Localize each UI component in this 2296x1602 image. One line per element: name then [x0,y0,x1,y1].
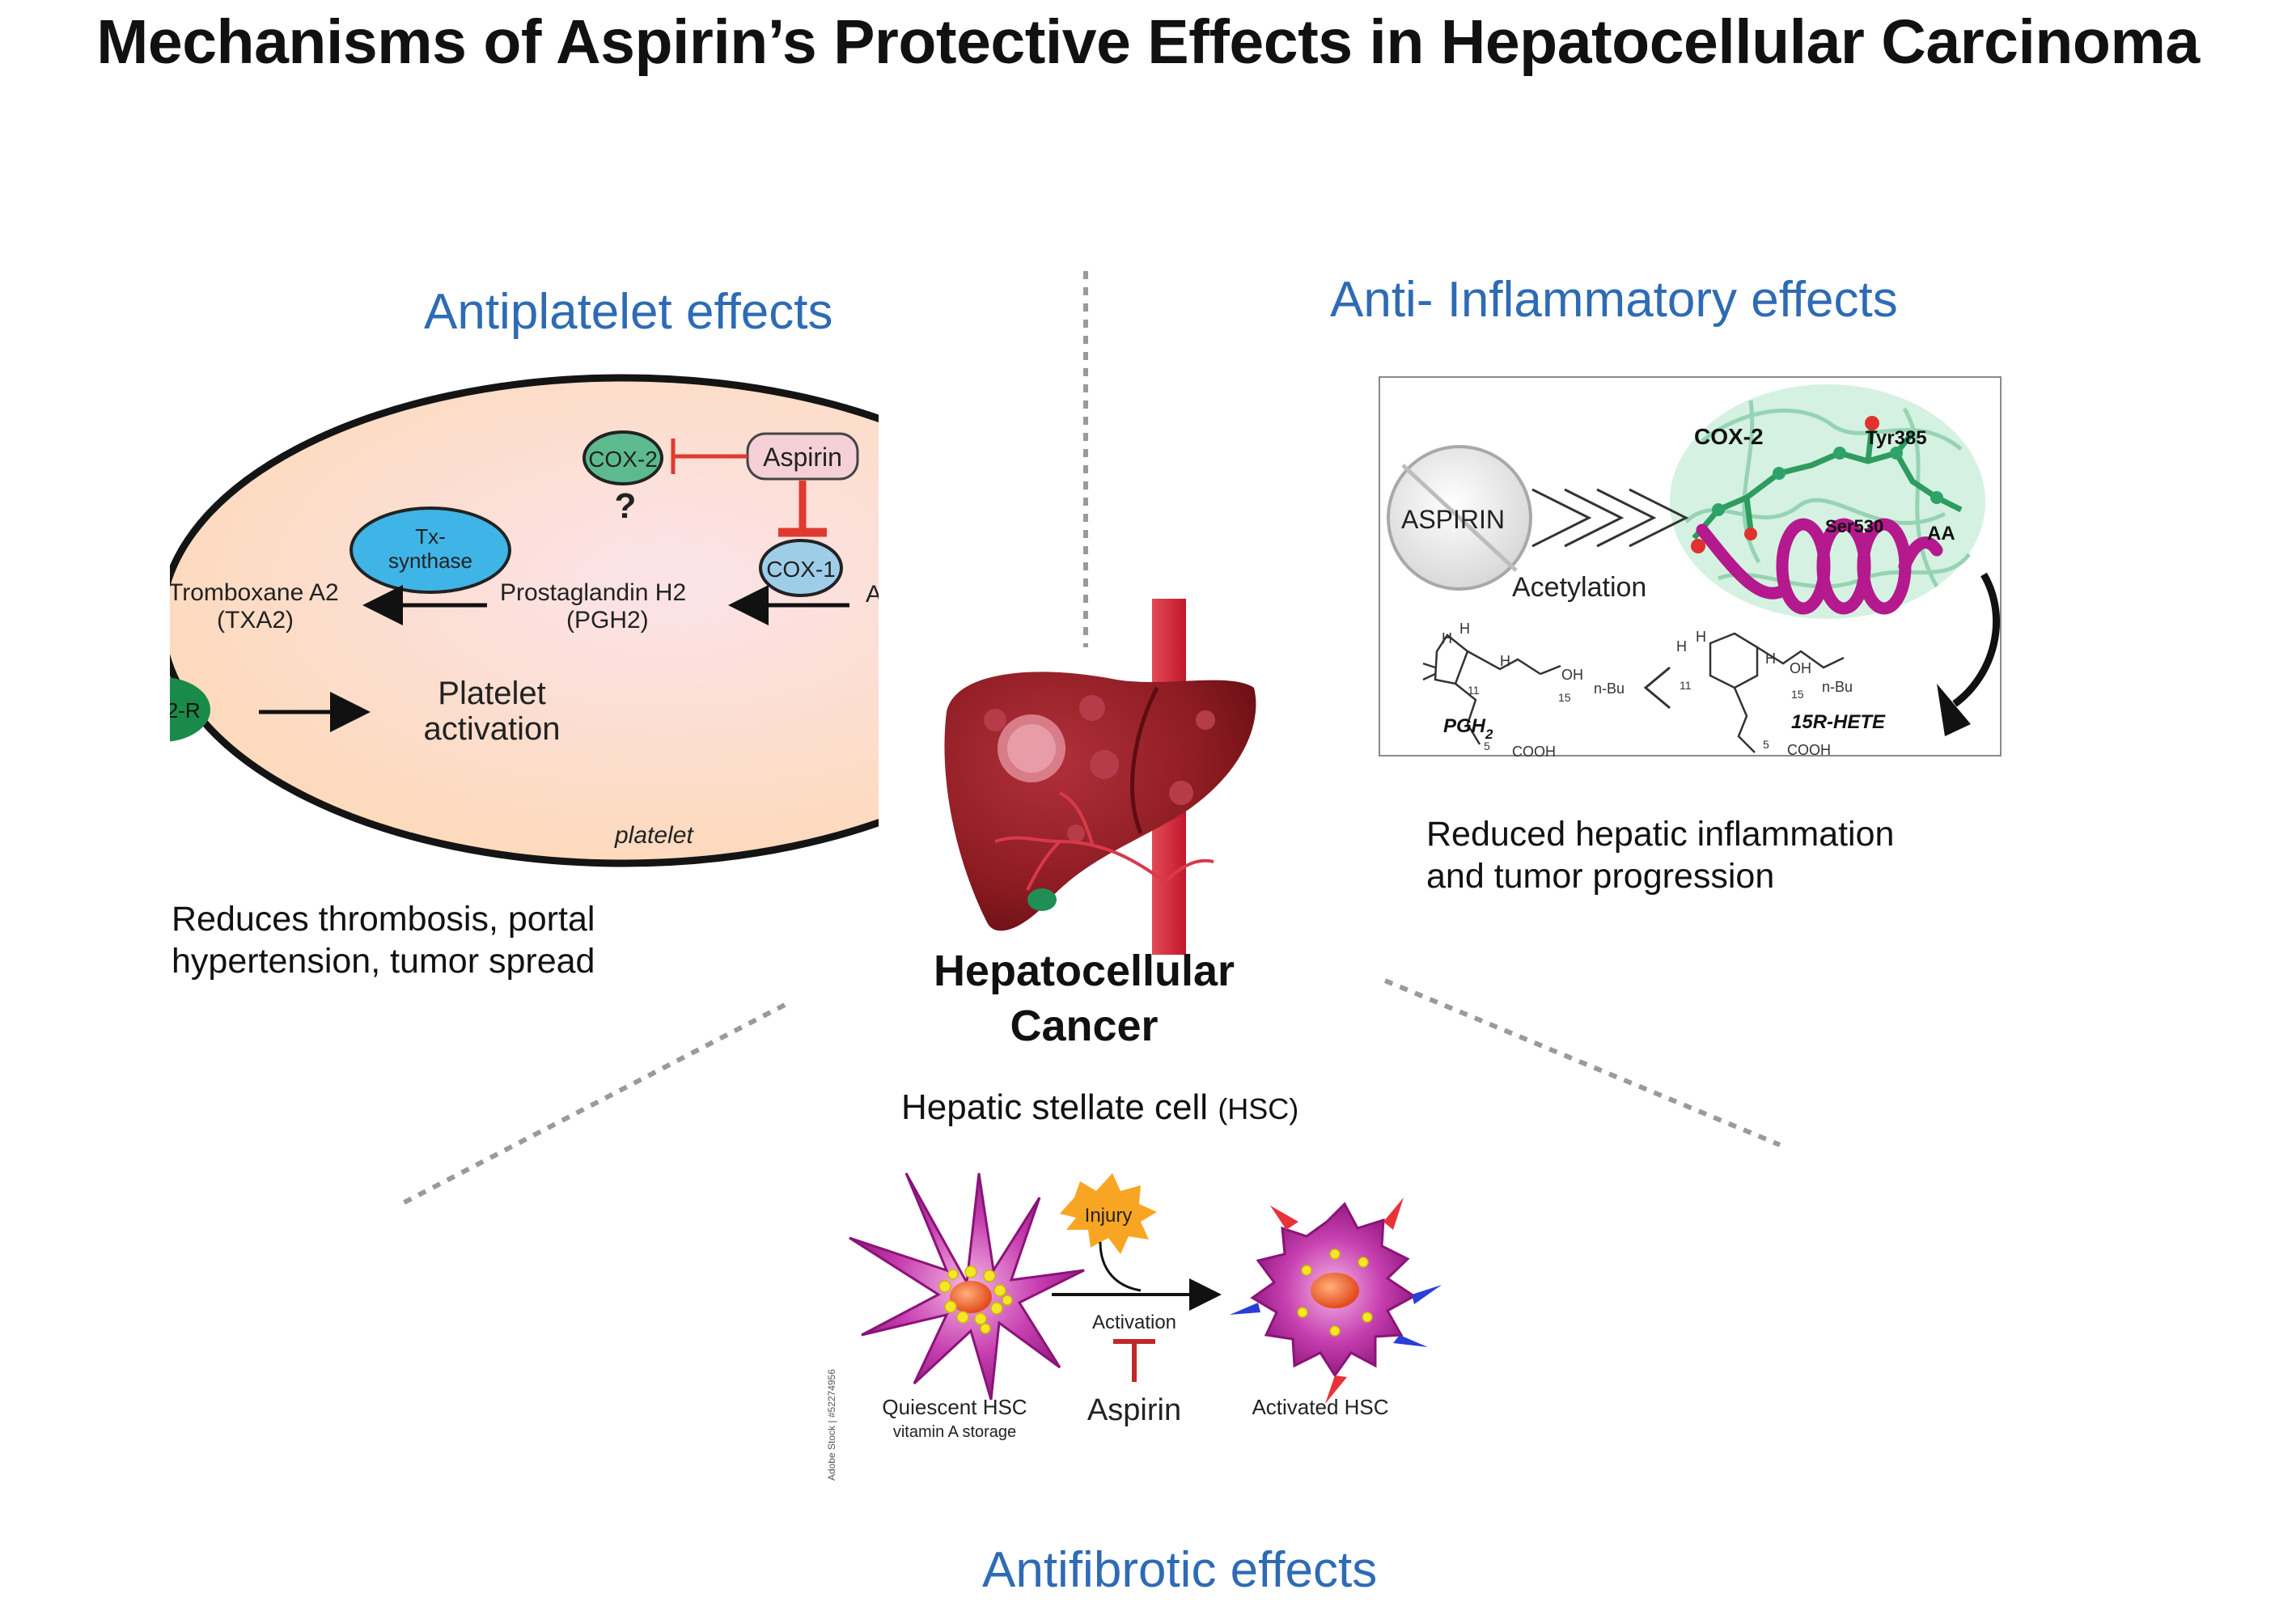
activation-label: Activation [1092,1312,1176,1333]
aspirin-label: Aspirin [763,443,842,472]
separator-left [401,1002,786,1206]
conversion-arrow [1952,572,2000,707]
quiescent-label: Quiescent HSC [882,1395,1027,1419]
activated-nucleus [1311,1273,1359,1308]
pgh2-structure [1422,634,1561,745]
pgh2-h1: H [1442,630,1452,646]
txa2-receptor-label: A2-R [170,698,201,723]
aa-cut-label: A [866,581,882,608]
anti-inflammatory-description-line1: Reduced hepatic inflammation [1426,815,1895,854]
pgh2-h2: H [1459,621,1470,637]
pgh2-h3: H [1500,653,1510,669]
gallbladder [1027,888,1057,911]
platelet-cell [170,374,879,867]
stock-watermark: Adobe Stock | #52274956 [826,1369,837,1481]
hete-h3: H [1765,651,1776,667]
aspirin-inhibits-cox2 [671,439,748,474]
hete-nbu: n-Bu [1822,679,1853,695]
aspirin-inhibits-activation [1113,1339,1155,1382]
hepatic-vessels [994,791,1214,891]
activated-droplets [1297,1248,1373,1337]
cox2-node [582,430,663,485]
page-title: Mechanisms of Aspirin’s Protective Effec… [96,7,2200,77]
cox2-protein-structure [1670,384,1985,619]
activated-spikes [1230,1197,1442,1404]
tx-synthase-line1: Tx- [415,524,446,549]
tumor-nodules [984,695,1215,842]
hete-h1: H [1676,638,1687,655]
hsc-heading: Hepatic stellate cell (HSC) [901,1087,1298,1128]
pgh2-cooh: COOH [1512,744,1556,756]
antiplatelet-description: Reduces thrombosis, portal hypertension,… [172,898,595,982]
cox2-question: ? [615,486,637,526]
pgh2-11: 11 [1468,684,1480,697]
hete-5: 5 [1763,738,1769,751]
hsc-activation-panel: Injury Activation Aspirin Quiescent HSC … [826,1172,1442,1481]
thromboxane-line2: (TXA2) [217,607,294,634]
acetylation-label: Acetylation [1512,572,1646,603]
txa2-receptor [170,677,210,742]
center-label-line2: Cancer [1010,1002,1159,1050]
anti-inflammatory-panel: COX-2 Tyr385 Ser530 AA ASPIRIN Acetylati… [1379,376,2002,756]
antiplatelet-panel: COX-2 ? Aspirin COX-1 Tx- synthase Tromb… [170,374,882,867]
cox2-label: COX-2 [1694,424,1764,449]
anti-inflammatory-description: Reduced hepatic inflammation and tumor p… [1426,813,1894,897]
hsc-heading-text: Hepatic stellate cell [901,1087,1209,1127]
cox1-label: COX-1 [766,557,836,582]
antifibrotic-heading: Antifibrotic effects [982,1542,1378,1598]
tx-synthase-node [349,506,511,594]
conversion-arrowhead [1937,684,1971,736]
antiplatelet-heading: Antiplatelet effects [424,284,833,340]
tyr385-label: Tyr385 [1866,427,1927,449]
platelet-activation-line1: Platelet [438,676,545,711]
cox2-label: COX-2 [588,447,658,472]
antiplatelet-description-line2: hypertension, tumor spread [172,942,595,981]
pgh2-oh: OH [1561,667,1583,683]
hete-structure [1709,632,1845,753]
acetylation-chevrons [1531,488,1689,548]
liver-illustration [944,599,1256,955]
hete-15: 15 [1791,688,1804,701]
quiescent-nucleus [950,1281,992,1313]
hete-h2: H [1696,629,1706,645]
aspirin-label: Aspirin [1087,1393,1181,1427]
injury-arrow [1099,1241,1142,1292]
hete-oh: OH [1790,660,1811,676]
aspirin-inhibits-cox1 [778,481,827,537]
relation-bracket [1643,666,1671,710]
center-label-line1: Hepatocellular [933,947,1235,995]
antiplatelet-description-line1: Reduces thrombosis, portal [172,900,595,939]
cox1-node [759,539,843,597]
liver-lobe-line [1130,686,1159,834]
platelet-activation-line2: activation [424,711,561,747]
vitamin-label: vitamin A storage [893,1423,1016,1441]
pgh2-line2: (PGH2) [566,607,649,634]
aspirin-tablet-label: ASPIRIN [1401,505,1505,534]
ser530-label: Ser530 [1825,516,1883,536]
injury-starburst [1060,1173,1157,1254]
pgh2-line1: Prostaglandin H2 [500,579,686,606]
pgh2-5: 5 [1484,740,1490,752]
tablet-score [1401,464,1518,572]
center-label: Hepatocellular Cancer [890,943,1278,1053]
thromboxane-line1: Tromboxane A2 [170,579,339,606]
activated-label: Activated HSC [1252,1395,1388,1419]
hete-label: 15R-HETE [1791,711,1886,733]
vitamin-a-droplets [938,1265,1013,1334]
aa-label: AA [1927,523,1955,545]
tx-synthase-line2: synthase [388,549,472,573]
pgh2-nbu: n-Bu [1594,680,1625,697]
hete-11: 11 [1680,679,1692,692]
pgh2-15: 15 [1558,691,1571,704]
hsc-abbrev: (HSC) [1218,1092,1299,1125]
hete-cooh: COOH [1787,742,1831,756]
separator-right [1383,978,1781,1147]
anti-inflammatory-description-line2: and tumor progression [1426,857,1775,896]
injury-label: Injury [1085,1205,1133,1227]
anti-inflammatory-heading: Anti- Inflammatory effects [1330,272,1898,328]
platelet-label: platelet [614,822,694,849]
pgh2-label: PGH2 [1443,715,1493,742]
